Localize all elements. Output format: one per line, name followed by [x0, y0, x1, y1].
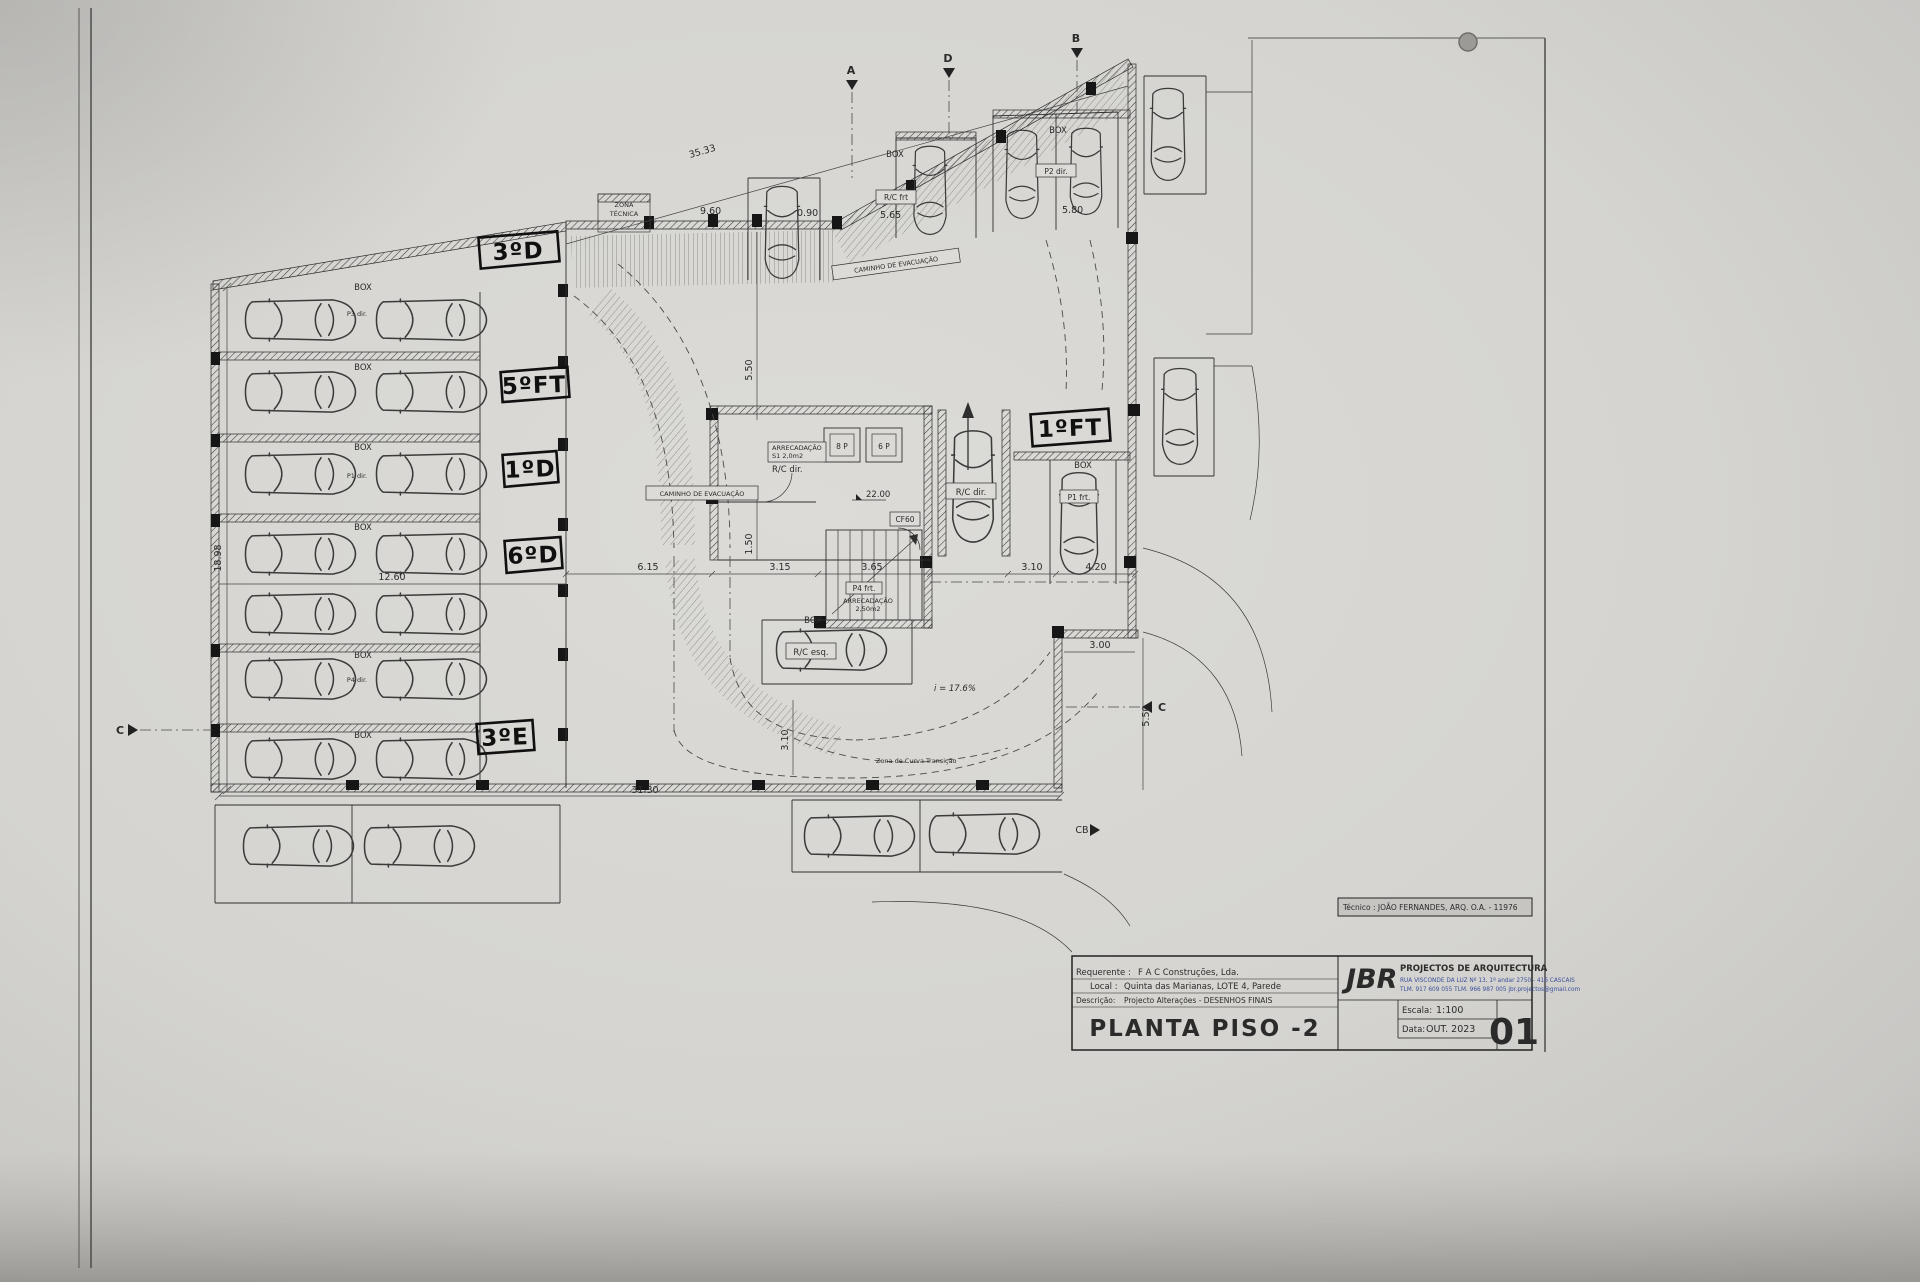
box-label: BOX [354, 731, 372, 741]
dim-text: 0.90 [797, 208, 818, 219]
requerente-label: Requerente : [1076, 968, 1131, 978]
dim-text: 6.15 [637, 562, 658, 573]
box-label: BOX [1049, 126, 1067, 136]
ramp-arrow [962, 402, 974, 418]
box-label: BOX [354, 651, 372, 661]
firm-initials: JBR [1341, 964, 1397, 995]
box-label: BOX [354, 523, 372, 533]
data-value: OUT. 2023 [1426, 1024, 1475, 1035]
stall-label: R/C dir. [956, 488, 987, 498]
stall-code: P1 dir. [347, 472, 367, 480]
dim-text: 9.60 [700, 206, 721, 217]
handwritten-unit-label: 3ºD [492, 238, 544, 266]
descricao-label: Descrição: [1076, 996, 1115, 1005]
storage-label: S1 2,0m2 [772, 452, 803, 460]
section-letter: CB [1075, 825, 1088, 836]
box-label: BOX [1074, 461, 1092, 471]
box-label: BOX [354, 283, 372, 293]
section-letter: A [847, 64, 856, 77]
title-block-tecnico: Técnico : JOÃO FERNANDES, ARQ. O.A. - 11… [1342, 903, 1518, 912]
storage-label: P4 frt. [853, 584, 876, 593]
title-block: Técnico : JOÃO FERNANDES, ARQ. O.A. - 11… [1071, 897, 1581, 1053]
dim-text: 4.20 [1085, 562, 1106, 573]
box-label: BOX [804, 616, 822, 626]
dim-text: 3.10 [780, 729, 791, 750]
box-label: BOX [354, 363, 372, 373]
storage-label: R/C dir. [772, 465, 803, 475]
dim-text: 3.10 [1021, 562, 1042, 573]
handwritten-unit-label: 6ºD [507, 542, 559, 570]
dimension-texts: 35.33 9.60 0.90 5.65 5.80 18.98 12.60 6.… [213, 143, 1152, 796]
fire-door-label: CF60 [895, 515, 914, 524]
descricao-value: Projecto Alterações - DESENHOS FINAIS [1124, 996, 1273, 1005]
stall-label: P1 frt. [1068, 493, 1091, 502]
exterior-details [871, 40, 1273, 953]
elevator-label: 6 P [878, 442, 890, 451]
ramp-guides [573, 239, 1138, 779]
drawing-title: PLANTA PISO -2 [1089, 1016, 1320, 1042]
dim-text: 3.15 [769, 562, 790, 573]
transition-curve-label: Zona de Curva Transição [876, 757, 957, 765]
dim-text: 5.50 [744, 359, 755, 380]
handwritten-unit-label: 1ºD [504, 456, 556, 484]
section-letter: C [1158, 701, 1166, 714]
sheet-frame [78, 8, 1546, 1268]
box-label: BOX [354, 443, 372, 453]
annotation-texts: ZONA TÉCNICA CAMINHO DE EVACUAÇÃO CAMINH… [347, 126, 1099, 765]
local-label: Local : [1090, 982, 1118, 992]
caminho-evacuacao-label: CAMINHO DE EVACUAÇÃO [660, 489, 745, 498]
dim-text: 5.65 [880, 210, 901, 221]
handwritten-labels: 3ºD 5ºFT 1ºD 6ºD 3ºE 1ºFT [475, 229, 1112, 756]
stair-core [823, 427, 923, 621]
stall-label: R/C esq. [793, 648, 828, 658]
stall-label: P2 dir. [1044, 167, 1067, 176]
storage-label: 2,50m2 [856, 605, 881, 613]
dim-text: 1.50 [744, 533, 755, 554]
dim-text: 18.98 [213, 544, 224, 571]
punch-hole [1458, 32, 1478, 52]
handwritten-unit-label: 3ºE [481, 724, 530, 752]
zona-tecnica-label: ZONA [615, 201, 634, 209]
firm-contacts: TLM. 917 609 055 TLM. 966 987 005 jbr.pr… [1399, 987, 1581, 993]
zona-tecnica-label: TÉCNICA [609, 209, 639, 218]
stall-label: R/C frt [884, 193, 908, 202]
requerente-value: F A C Construções, Lda. [1138, 968, 1239, 978]
section-letter: D [943, 52, 952, 65]
dim-text: 3.65 [861, 562, 882, 573]
dim-text: 12.60 [378, 572, 405, 583]
handwritten-unit-label: 1ºFT [1037, 415, 1102, 443]
local-value: Quinta das Marianas, LOTE 4, Parede [1124, 982, 1281, 992]
elevator-b [865, 427, 903, 463]
sheet-number: 01 [1489, 1012, 1539, 1053]
stall-code: P4 dir. [347, 676, 367, 684]
firm-address: RUA VISCONDE DA LUZ Nº 13, 1º andar 2750… [1400, 977, 1575, 984]
level-mark: 22.00 [866, 490, 890, 500]
escala-value: 1:100 [1436, 1005, 1463, 1016]
storage-label: ARRECADAÇÃO [843, 596, 893, 605]
firm-name: PROJECTOS DE ARQUITECTURA [1400, 964, 1548, 974]
data-label: Data: [1402, 1025, 1425, 1035]
box-label: BOX [886, 150, 904, 160]
columns [211, 82, 1140, 790]
section-letter: C [116, 724, 124, 737]
dim-text: 5.50 [1141, 705, 1152, 726]
dim-text: 5.80 [1062, 205, 1083, 216]
dimension-lines [214, 85, 1144, 801]
dim-text: 3.00 [1089, 640, 1110, 651]
section-markers: A D B C C CB [116, 32, 1166, 836]
section-letter: B [1072, 32, 1080, 45]
slope-label: i = 17.6% [934, 684, 976, 694]
storage-label: ARRECADAÇÃO [772, 443, 822, 452]
dim-text: 31.30 [631, 785, 658, 796]
escala-label: Escala: [1402, 1006, 1432, 1016]
stall-code: P3 dir. [347, 310, 367, 318]
handwritten-unit-label: 5ºFT [501, 372, 566, 400]
elevator-label: 8 P [836, 442, 848, 451]
parking-stalls [214, 75, 1215, 904]
